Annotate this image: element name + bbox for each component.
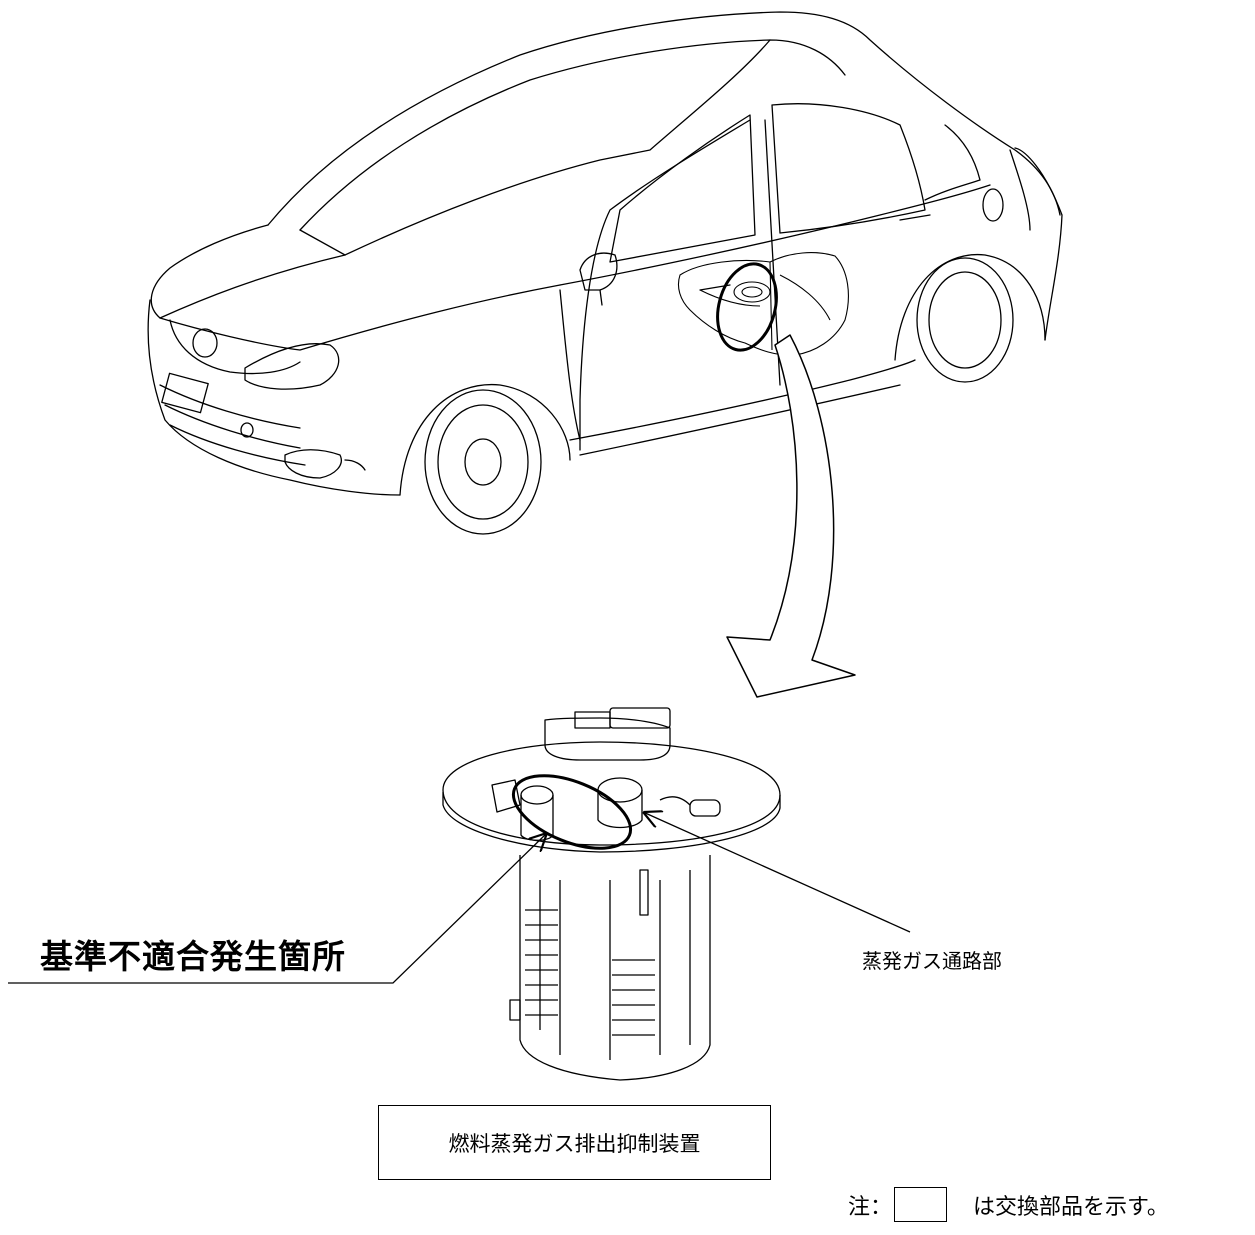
- note-prefix: 注：: [848, 1194, 893, 1220]
- car-rear-wheel: [916, 257, 1014, 383]
- car-rear-window: [771, 103, 926, 234]
- note-legend-box: [894, 1187, 948, 1222]
- part-name-box: 燃料蒸発ガス排出抑制装置: [378, 1105, 771, 1180]
- replacement-note: 注： は交換部品を示す。: [848, 1187, 1169, 1222]
- car-side-sill: [569, 359, 916, 441]
- car-roof-line: [267, 11, 1061, 226]
- car-front-window: [609, 114, 756, 263]
- pump-canister: [519, 855, 711, 1081]
- tank-location-circle: [716, 262, 778, 352]
- fuel-tank-illustration: [677, 252, 849, 356]
- vapor-leader-line: [643, 812, 911, 933]
- defect-location-label: 基準不適合発生箇所: [40, 937, 346, 976]
- defect-location-circle: [511, 774, 633, 850]
- car-headlight: [244, 343, 340, 390]
- car-roof-inner: [299, 39, 846, 231]
- car-front-wheel-arch: [399, 383, 571, 496]
- zoom-arrow: [726, 334, 856, 698]
- car-front-wheel: [424, 389, 542, 535]
- car-illustration: [147, 11, 1063, 535]
- part-name-label: 燃料蒸発ガス排出抑制装置: [448, 1131, 701, 1156]
- car-side-mirror: [579, 252, 618, 291]
- car-front-door: [559, 289, 581, 441]
- vapor-passage-label: 蒸発ガス通路部: [862, 949, 1002, 973]
- note-suffix: は交換部品を示す。: [973, 1194, 1169, 1220]
- car-hood: [150, 224, 346, 319]
- car-rear-wheel-arch: [894, 253, 1046, 361]
- car-windshield: [299, 39, 771, 256]
- defect-leader-line: [8, 833, 547, 984]
- car-front-bumper: [147, 299, 401, 496]
- fuel-pump-module-illustration: [442, 707, 781, 1081]
